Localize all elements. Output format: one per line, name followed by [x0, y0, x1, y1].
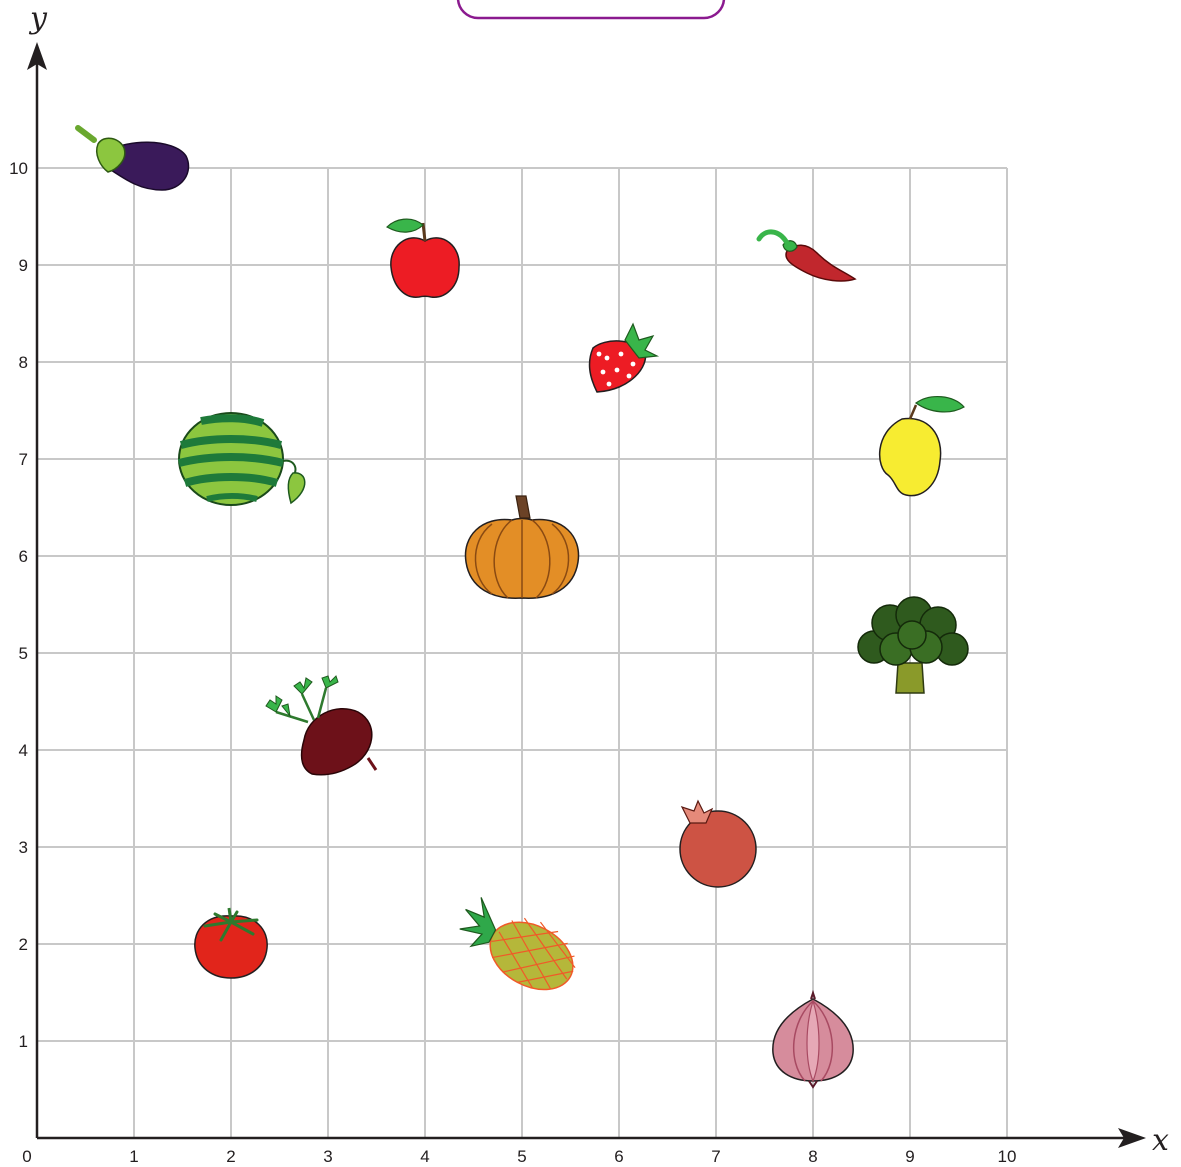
y-tick-label: 5: [19, 644, 28, 663]
y-tick-label: 10: [9, 159, 28, 178]
strawberry-icon: [590, 324, 657, 392]
chili-pepper-icon: [759, 232, 855, 281]
x-tick-label: 1: [129, 1147, 138, 1166]
title-box: [458, 0, 724, 18]
broccoli-icon: [858, 597, 968, 693]
tomato-icon: [195, 908, 267, 978]
y-tick-label: 3: [19, 838, 28, 857]
y-tick-label: 8: [19, 353, 28, 372]
x-tick-label: 8: [808, 1147, 817, 1166]
tick-labels: 0 1 2 3 4 5 6 7 8 9 10 1 2 3 4 5 6 7 8 9 10: [9, 159, 1016, 1166]
x-tick-label: 10: [998, 1147, 1017, 1166]
y-tick-label: 1: [19, 1032, 28, 1051]
y-tick-label: 7: [19, 450, 28, 469]
x-tick-label: 2: [226, 1147, 235, 1166]
apple-icon: [387, 219, 459, 297]
x-tick-label: 7: [711, 1147, 720, 1166]
eggplant-icon: [78, 128, 189, 190]
axes: [27, 42, 1146, 1148]
y-tick-label: 2: [19, 935, 28, 954]
x-tick-label: 5: [517, 1147, 526, 1166]
x-tick-label: 3: [323, 1147, 332, 1166]
mango-icon: [880, 397, 964, 496]
pumpkin-icon: [465, 496, 578, 598]
y-tick-label: 9: [19, 256, 28, 275]
pineapple-icon: [447, 888, 587, 1003]
x-tick-label: 6: [614, 1147, 623, 1166]
y-axis-label: y: [28, 1, 48, 36]
x-tick-label: 9: [905, 1147, 914, 1166]
y-tick-label: 6: [19, 547, 28, 566]
x-axis-label: x: [1152, 1123, 1169, 1158]
x-tick-label: 4: [420, 1147, 429, 1166]
origin-label: 0: [22, 1147, 31, 1166]
beetroot-icon: [266, 676, 376, 775]
y-tick-label: 4: [19, 741, 28, 760]
onion-icon: [773, 993, 853, 1087]
pomegranate-icon: [680, 801, 756, 887]
